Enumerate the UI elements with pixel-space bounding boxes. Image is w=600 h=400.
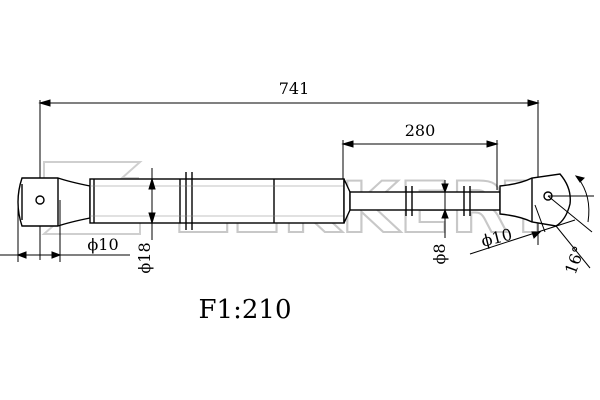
right-end-fitting	[499, 173, 571, 227]
angle-label: 16°	[561, 244, 589, 277]
left-eye-diameter-label: ϕ10	[87, 235, 118, 254]
piston-rod	[349, 191, 501, 211]
stroke-dimension	[341, 140, 499, 190]
left-eye-dimension	[0, 200, 130, 262]
rod-diameter-dimension	[441, 180, 449, 238]
left-eye-hole	[35, 195, 45, 205]
right-eye-dimension	[469, 204, 576, 255]
gas-spring	[17, 172, 571, 230]
overall-length-label: 741	[279, 79, 310, 98]
angle-dimension	[547, 175, 594, 269]
body-diameter-dimension	[148, 168, 156, 240]
stroke-length-label: 280	[405, 121, 436, 140]
force-label: F1:210	[199, 295, 292, 325]
left-end-fitting	[17, 177, 91, 227]
body-diameter-label: ϕ18	[135, 242, 154, 273]
rod-diameter-label: ϕ8	[430, 243, 449, 264]
cylinder-body	[89, 178, 345, 224]
